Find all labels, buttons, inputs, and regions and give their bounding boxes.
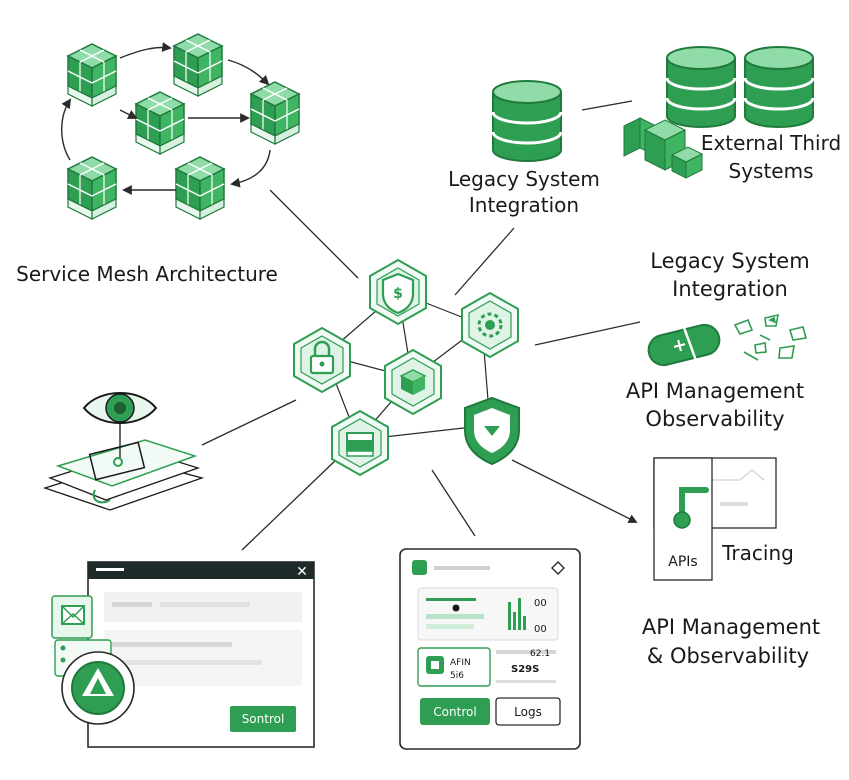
metric-readout: 62.1	[530, 649, 550, 659]
sontrol-button[interactable]	[230, 706, 296, 732]
svg-text:+: +	[670, 334, 690, 358]
gear-icon	[461, 292, 519, 358]
window-titlebar	[88, 562, 314, 579]
api-mgmt-obs-label-line1: API Management	[642, 615, 820, 639]
api-mgmt-obs-label-line2: & Observability	[647, 644, 809, 668]
api-obs-label-line2: Observability	[645, 407, 784, 431]
mesh-node-cube	[250, 81, 300, 145]
apis-label: APIs	[668, 554, 697, 570]
legacy-database-icon	[491, 79, 563, 163]
shield-check-icon	[464, 396, 520, 466]
logs-button-label: Logs	[514, 705, 542, 719]
security-shield-icon: $	[369, 259, 427, 325]
mesh-node-cube	[67, 156, 117, 220]
bar-sparkline	[508, 598, 526, 630]
padlock-icon	[293, 327, 351, 393]
window-title-placeholder	[96, 568, 124, 571]
svg-text:$: $	[393, 286, 403, 302]
api-obs-label-line1: API Management	[626, 379, 804, 403]
service-mesh-label: Service Mesh Architecture	[16, 262, 278, 286]
legacy-right-label-line1: Legacy System	[650, 249, 809, 273]
external-label-line1: External Third	[701, 131, 841, 155]
central-hub: $	[293, 259, 520, 476]
external-label-line2: Systems	[729, 159, 814, 183]
mesh-node-cube	[173, 33, 223, 97]
legacy-top-label-line1: Legacy System	[448, 167, 600, 191]
external-systems-icon	[623, 45, 815, 179]
legacy-right-label-line2: Integration	[672, 277, 788, 301]
tracing-label: Tracing	[721, 541, 794, 565]
metric-readout: 00	[534, 598, 547, 609]
control-button-label: Control	[433, 705, 476, 719]
logs-button[interactable]	[495, 697, 561, 726]
data-fragments-icon	[733, 313, 808, 361]
config-window: ✕ Sontrol	[51, 561, 315, 748]
monitoring-dashboard: 00 00 AFIN 5i6 62.1 S29S Control Logs	[399, 548, 581, 750]
core-service-icon	[384, 349, 442, 415]
api-tracing-card	[653, 457, 777, 581]
window-row	[104, 630, 302, 686]
metric-readout: 00	[534, 624, 547, 635]
dashboard-app-icon	[412, 560, 427, 575]
sontrol-button-label: Sontrol	[242, 712, 285, 726]
mesh-arrows	[61, 42, 271, 195]
metric-readout: S29S	[511, 664, 539, 675]
status-card-line: AFIN	[450, 658, 471, 668]
observability-eye-icon	[42, 392, 205, 511]
diamond-menu-icon[interactable]	[551, 561, 565, 575]
mesh-node-cube	[135, 91, 185, 155]
control-button[interactable]	[420, 698, 490, 725]
storage-box-icon	[331, 410, 389, 476]
capsule-icon: +	[647, 323, 721, 367]
status-card-line: 5i6	[450, 671, 464, 681]
diagram-labels: Service Mesh Architecture Legacy System …	[16, 131, 841, 668]
window-close-button[interactable]: ✕	[296, 564, 308, 580]
mesh-node-cube	[67, 43, 117, 107]
mesh-node-cube	[175, 156, 225, 220]
service-mesh-cluster	[61, 33, 300, 220]
server-boxes-icon	[623, 117, 704, 179]
legacy-top-label-line2: Integration	[469, 193, 579, 217]
hub-connectors	[201, 100, 641, 551]
